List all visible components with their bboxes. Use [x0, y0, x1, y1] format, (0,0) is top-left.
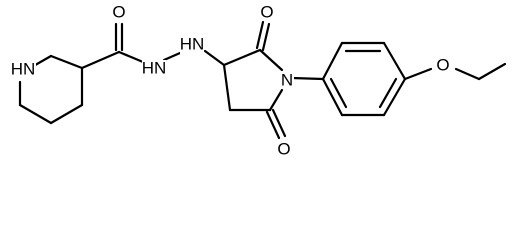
bond [258, 48, 284, 72]
bond [261, 22, 271, 52]
bond [18, 103, 53, 125]
imide-nitrogen-label: N [281, 71, 293, 90]
amide-oxygen-label: O [112, 3, 125, 22]
bond [222, 63, 232, 112]
bond [454, 67, 481, 81]
atom-labels: HN O HN HN N O O O [11, 3, 450, 159]
bond-lines [18, 20, 507, 140]
bond [162, 51, 182, 62]
ether-oxygen-label: O [436, 56, 449, 75]
bond [271, 108, 287, 138]
piperidine-nitrogen-label: HN [11, 60, 36, 79]
bond [382, 41, 407, 81]
bond [268, 88, 284, 112]
bond [117, 50, 145, 64]
chemical-structure: HN O HN HN N O O O [11, 3, 507, 159]
bond [321, 77, 344, 117]
bond [49, 54, 84, 70]
hydrazide-nitrogen-label: HN [142, 59, 167, 78]
bond [49, 103, 84, 125]
bond [403, 67, 433, 81]
bond [80, 50, 121, 70]
bond [255, 20, 265, 50]
bond [321, 41, 344, 81]
bond [265, 110, 281, 140]
bond [222, 48, 262, 67]
imide-oxygen-label: O [277, 140, 290, 159]
bond [477, 62, 507, 81]
bond [203, 49, 226, 67]
bond [378, 77, 398, 109]
bond [382, 77, 407, 117]
hydrazide-nitrogen-label: HN [180, 35, 205, 54]
imide-oxygen-label: O [260, 3, 273, 22]
bond [290, 76, 325, 81]
bond [329, 77, 348, 109]
